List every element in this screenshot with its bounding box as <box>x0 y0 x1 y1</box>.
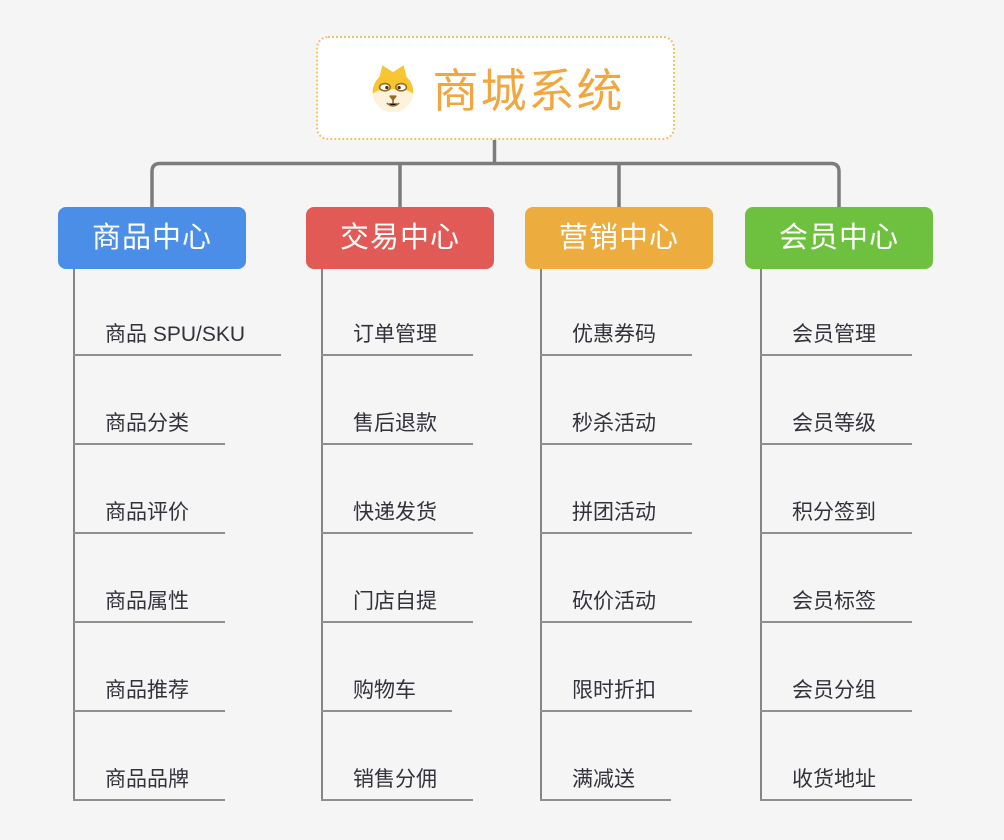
branch-spine <box>321 269 323 800</box>
branch-spine <box>73 269 75 800</box>
bus-line <box>150 161 841 208</box>
branch-items: 优惠券码 秒杀活动 拼团活动 砍价活动 限时折扣 满减送 <box>525 207 713 807</box>
topic-item[interactable]: 满减送 <box>540 761 671 801</box>
branch-items: 会员管理 会员等级 积分签到 会员标签 会员分组 收货地址 <box>745 207 933 807</box>
topic-item[interactable]: 商品 SPU/SKU <box>73 316 282 356</box>
topic-item[interactable]: 商品属性 <box>73 583 225 623</box>
topic-item[interactable]: 售后退款 <box>321 405 473 445</box>
topic-item[interactable]: 门店自提 <box>321 583 473 623</box>
branch-spine <box>760 269 762 800</box>
root-node[interactable]: 商城系统 <box>316 36 675 140</box>
topic-item[interactable]: 订单管理 <box>321 316 473 356</box>
topic-item[interactable]: 销售分佣 <box>321 761 473 801</box>
topic-item[interactable]: 商品评价 <box>73 494 225 534</box>
topic-item[interactable]: 会员分组 <box>760 672 912 712</box>
branch-header-marketing[interactable]: 营销中心 <box>525 207 713 269</box>
topic-item[interactable]: 快递发货 <box>321 494 473 534</box>
branch-column-marketing: 营销中心 优惠券码 秒杀活动 拼团活动 砍价活动 限时折扣 满减送 <box>525 207 713 807</box>
topic-item[interactable]: 购物车 <box>321 672 452 712</box>
root-title: 商城系统 <box>432 65 625 117</box>
topic-item[interactable]: 砍价活动 <box>540 583 692 623</box>
branch-spine <box>540 269 542 800</box>
topic-item[interactable]: 收货地址 <box>760 761 912 801</box>
branch-column-trade: 交易中心 订单管理 售后退款 快递发货 门店自提 购物车 销售分佣 <box>306 207 494 807</box>
branch-header-member[interactable]: 会员中心 <box>745 207 933 269</box>
branch-header-product[interactable]: 商品中心 <box>58 207 246 269</box>
branch-column-member: 会员中心 会员管理 会员等级 积分签到 会员标签 会员分组 收货地址 <box>745 207 933 807</box>
topic-item[interactable]: 会员标签 <box>760 583 912 623</box>
topic-item[interactable]: 积分签到 <box>760 494 912 534</box>
topic-item[interactable]: 商品分类 <box>73 405 225 445</box>
topic-item[interactable]: 会员管理 <box>760 316 912 356</box>
topic-item[interactable]: 商品推荐 <box>73 672 225 712</box>
branch-header-trade[interactable]: 交易中心 <box>306 207 494 269</box>
topic-item[interactable]: 商品品牌 <box>73 761 225 801</box>
branch-column-product: 商品中心 商品 SPU/SKU 商品分类 商品评价 商品属性 商品推荐 商品品牌 <box>58 207 282 807</box>
branch-items: 订单管理 售后退款 快递发货 门店自提 购物车 销售分佣 <box>306 207 494 807</box>
dog-face-icon <box>372 65 413 113</box>
topic-item[interactable]: 会员等级 <box>760 405 912 445</box>
branch-items: 商品 SPU/SKU 商品分类 商品评价 商品属性 商品推荐 商品品牌 <box>58 207 282 807</box>
topic-item[interactable]: 优惠券码 <box>540 316 692 356</box>
topic-item[interactable]: 拼团活动 <box>540 494 692 534</box>
topic-item[interactable]: 限时折扣 <box>540 672 692 712</box>
topic-item[interactable]: 秒杀活动 <box>540 405 692 445</box>
